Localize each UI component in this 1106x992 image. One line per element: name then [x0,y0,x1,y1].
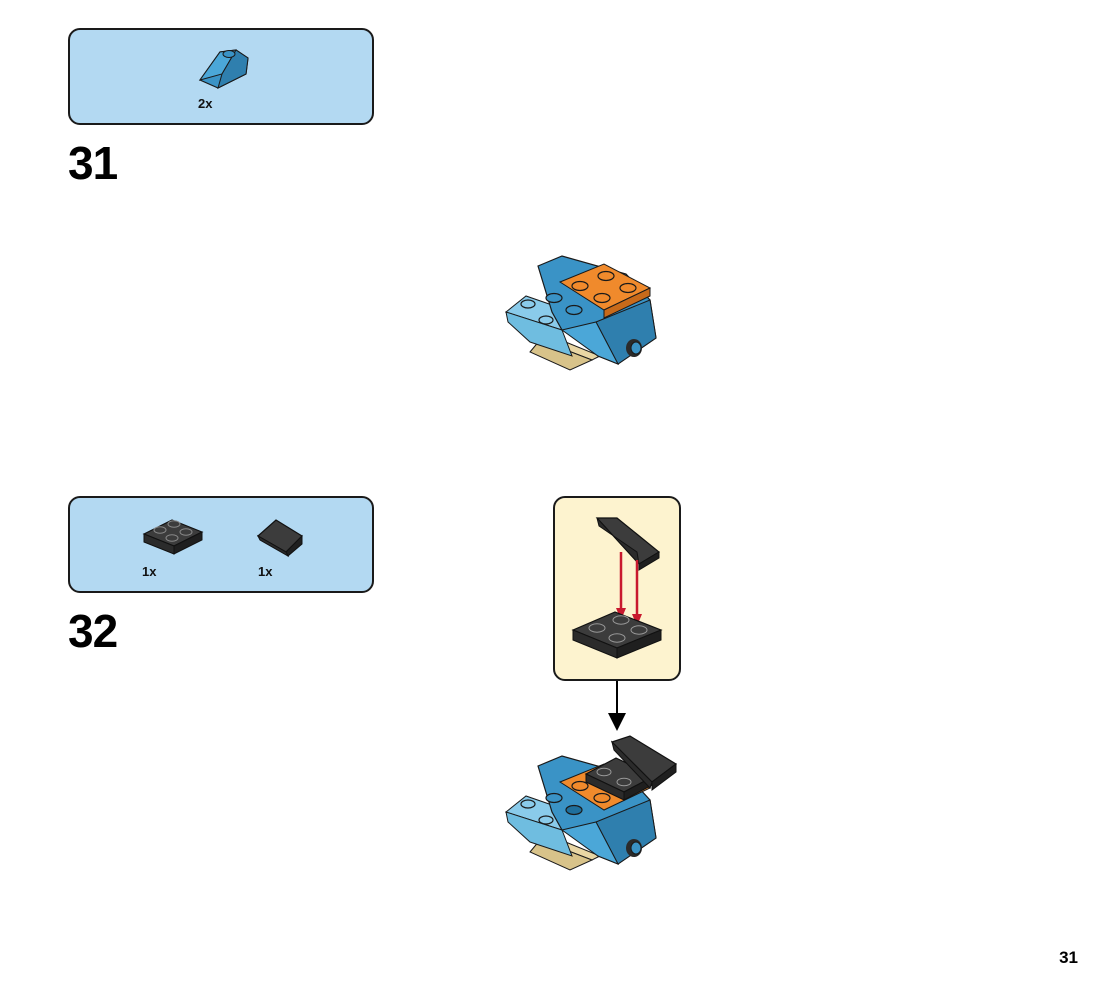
sub-assembly-illustration [571,517,663,659]
step-number: 32 [68,605,118,657]
part-quantity: 1x [258,564,273,579]
blue-slope-brick-icon [198,49,249,89]
step-32-parts-list: 1x 1x [68,496,374,593]
part-quantity: 1x [142,564,157,579]
black-plate-2x2-icon [142,519,204,555]
step-31-parts-list: 2x [68,28,374,125]
attach-arrow-icon [608,681,626,731]
black-slope-brick-icon [256,519,303,558]
sub-assembly-callout [553,496,681,681]
part-quantity: 2x [198,96,213,111]
step-31-assembly-illustration [504,255,657,371]
step-32-assembly-illustration [504,735,678,871]
page-number: 31 [1059,948,1078,967]
step-number: 31 [68,137,118,189]
